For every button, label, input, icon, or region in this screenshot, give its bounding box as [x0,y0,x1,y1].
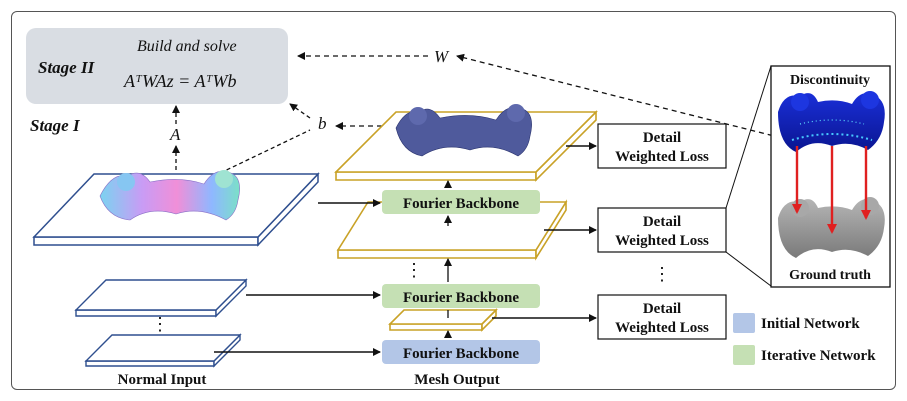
discontinuity-to-w-arrow [456,53,791,141]
discontinuity-inset: Discontinuity Ground truth [770,65,891,288]
legend-swatch-iterative [733,345,755,365]
w-symbol: W [434,47,450,66]
svg-text:Detail: Detail [643,214,681,230]
loss-box-top: Detail Weighted Loss [597,123,727,169]
discontinuity-label: Discontinuity [790,73,870,88]
normal-plate-large [32,170,320,247]
legend-label-iterative: Iterative Network [761,348,876,364]
zoom-line-top [725,65,772,209]
ground-truth-label: Ground truth [789,268,871,283]
svg-text:Detail: Detail [643,130,681,146]
normal-equation: AᵀWAz = AᵀWb [123,71,236,91]
loss-box-mid: Detail Weighted Loss [597,207,727,253]
svg-text:Weighted Loss: Weighted Loss [615,320,709,336]
svg-text:Fourier Backbone: Fourier Backbone [403,290,519,306]
stage2-box [26,28,288,104]
normal-plate-small [84,333,242,368]
mesh-ellipsis: ⋮ [405,260,423,280]
svg-text:Detail: Detail [643,301,681,317]
svg-text:Weighted Loss: Weighted Loss [615,233,709,249]
mesh-render-image [395,104,532,157]
fourier-backbone-bottom: Fourier Backbone [382,340,540,364]
figure-frame [11,11,896,390]
plate-to-b-dashed [213,129,311,177]
zoom-line-bottom [725,251,772,287]
b-to-stage2-arrow [289,103,311,119]
build-solve-text: Build and solve [137,38,237,55]
normal-map-image [99,170,240,221]
fourier-backbone-mid: Fourier Backbone [382,284,540,308]
mesh-plate-top [334,104,598,182]
mesh-plate-small [388,308,498,332]
fourier-backbone-top: Fourier Backbone [382,190,540,214]
normal-plate-mid [74,278,248,318]
b-symbol: b [318,114,327,133]
mesh-output-caption: Mesh Output [414,372,499,388]
stage2-label: Stage II [38,58,96,77]
normal-input-caption: Normal Input [118,372,207,388]
svg-text:Weighted Loss: Weighted Loss [615,149,709,165]
loss-box-bottom: Detail Weighted Loss [597,294,727,340]
legend-label-initial: Initial Network [761,316,860,332]
a-symbol: A [169,125,181,144]
svg-text:Fourier Backbone: Fourier Backbone [403,196,519,212]
stage1-label: Stage I [30,116,81,135]
legend: Initial Network Iterative Network [733,313,876,365]
loss-ellipsis: ⋮ [653,264,671,284]
normal-ellipsis: ⋮ [151,314,169,334]
discontinuity-map-image [778,91,885,152]
svg-text:Fourier Backbone: Fourier Backbone [403,346,519,362]
legend-swatch-initial [733,313,755,333]
